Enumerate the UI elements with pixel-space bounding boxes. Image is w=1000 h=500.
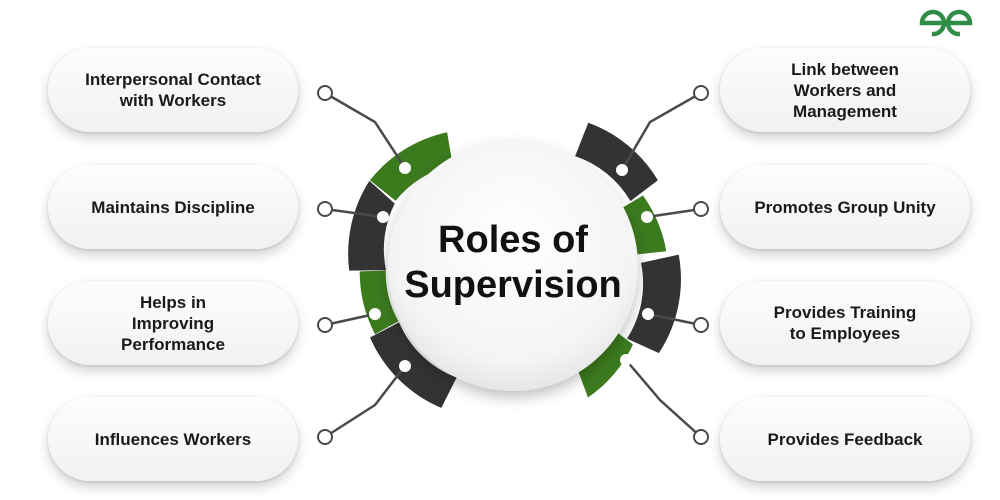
- connector-left-4: [324, 365, 406, 439]
- connector-node-left-2: [317, 201, 333, 217]
- ring-dot-left-4: [399, 360, 411, 372]
- connector-node-right-1: [693, 85, 709, 101]
- ring-dot-left-1: [399, 162, 411, 174]
- center-title-line2: Supervision: [404, 264, 622, 306]
- connector-node-right-4: [693, 429, 709, 445]
- ring-segment-right-1: [575, 122, 658, 202]
- connector-left-1: [324, 91, 407, 169]
- center-title-line1: Roles of: [438, 219, 588, 261]
- role-pill-improving-performance: Helps in Improving Performance: [48, 281, 298, 365]
- connector-left-2: [324, 207, 384, 219]
- role-pill-maintains-discipline: Maintains Discipline: [48, 165, 298, 249]
- role-label: Influences Workers: [94, 429, 252, 449]
- role-pill-feedback: Provides Feedback: [720, 397, 970, 481]
- connector-node-left-1: [317, 85, 333, 101]
- connector-node-right-3: [693, 317, 709, 333]
- connector-node-right-2: [693, 201, 709, 217]
- connector-right-4: [625, 359, 702, 438]
- ring-dot-right-2: [641, 211, 653, 223]
- ring-segment-left-3: [359, 270, 399, 335]
- ring-dot-left-3: [369, 308, 381, 320]
- role-label: Provides Feedback: [767, 429, 923, 449]
- ring-dot-left-2: [377, 211, 389, 223]
- connector-left-3: [324, 312, 376, 327]
- geeksforgeeks-logo-icon: [919, 9, 973, 37]
- connector-right-2: [646, 207, 702, 219]
- ring-segment-right-2: [616, 195, 667, 255]
- role-label: Provides Training to Employees: [773, 303, 917, 343]
- role-pill-influences-workers: Influences Workers: [48, 397, 298, 481]
- role-pill-link-workers-management: Link between Workers and Management: [720, 48, 970, 132]
- role-label: Interpersonal Contact with Workers: [85, 70, 261, 110]
- center-circle: [388, 141, 638, 391]
- connector-right-1: [620, 91, 702, 171]
- role-label: Helps in Improving Performance: [121, 292, 225, 354]
- role-label: Link between Workers and Management: [791, 59, 899, 121]
- ring-segment-left-1: [369, 132, 453, 201]
- role-pill-interpersonal-contact: Interpersonal Contact with Workers: [48, 48, 298, 132]
- ring-segment-right-4: [577, 329, 633, 398]
- ring-segment-right-3: [627, 254, 681, 354]
- ring-dot-right-3: [642, 308, 654, 320]
- ring-dot-right-4: [620, 354, 632, 366]
- role-pill-group-unity: Promotes Group Unity: [720, 165, 970, 249]
- role-pill-training: Provides Training to Employees: [720, 281, 970, 365]
- ring-dot-right-1: [616, 164, 628, 176]
- connector-node-left-4: [317, 429, 333, 445]
- connector-node-left-3: [317, 317, 333, 333]
- ring-segment-left-4: [370, 322, 457, 408]
- connector-right-3: [647, 312, 702, 327]
- role-label: Maintains Discipline: [91, 197, 255, 217]
- ring-segment-left-2: [348, 180, 395, 271]
- role-label: Promotes Group Unity: [754, 197, 936, 217]
